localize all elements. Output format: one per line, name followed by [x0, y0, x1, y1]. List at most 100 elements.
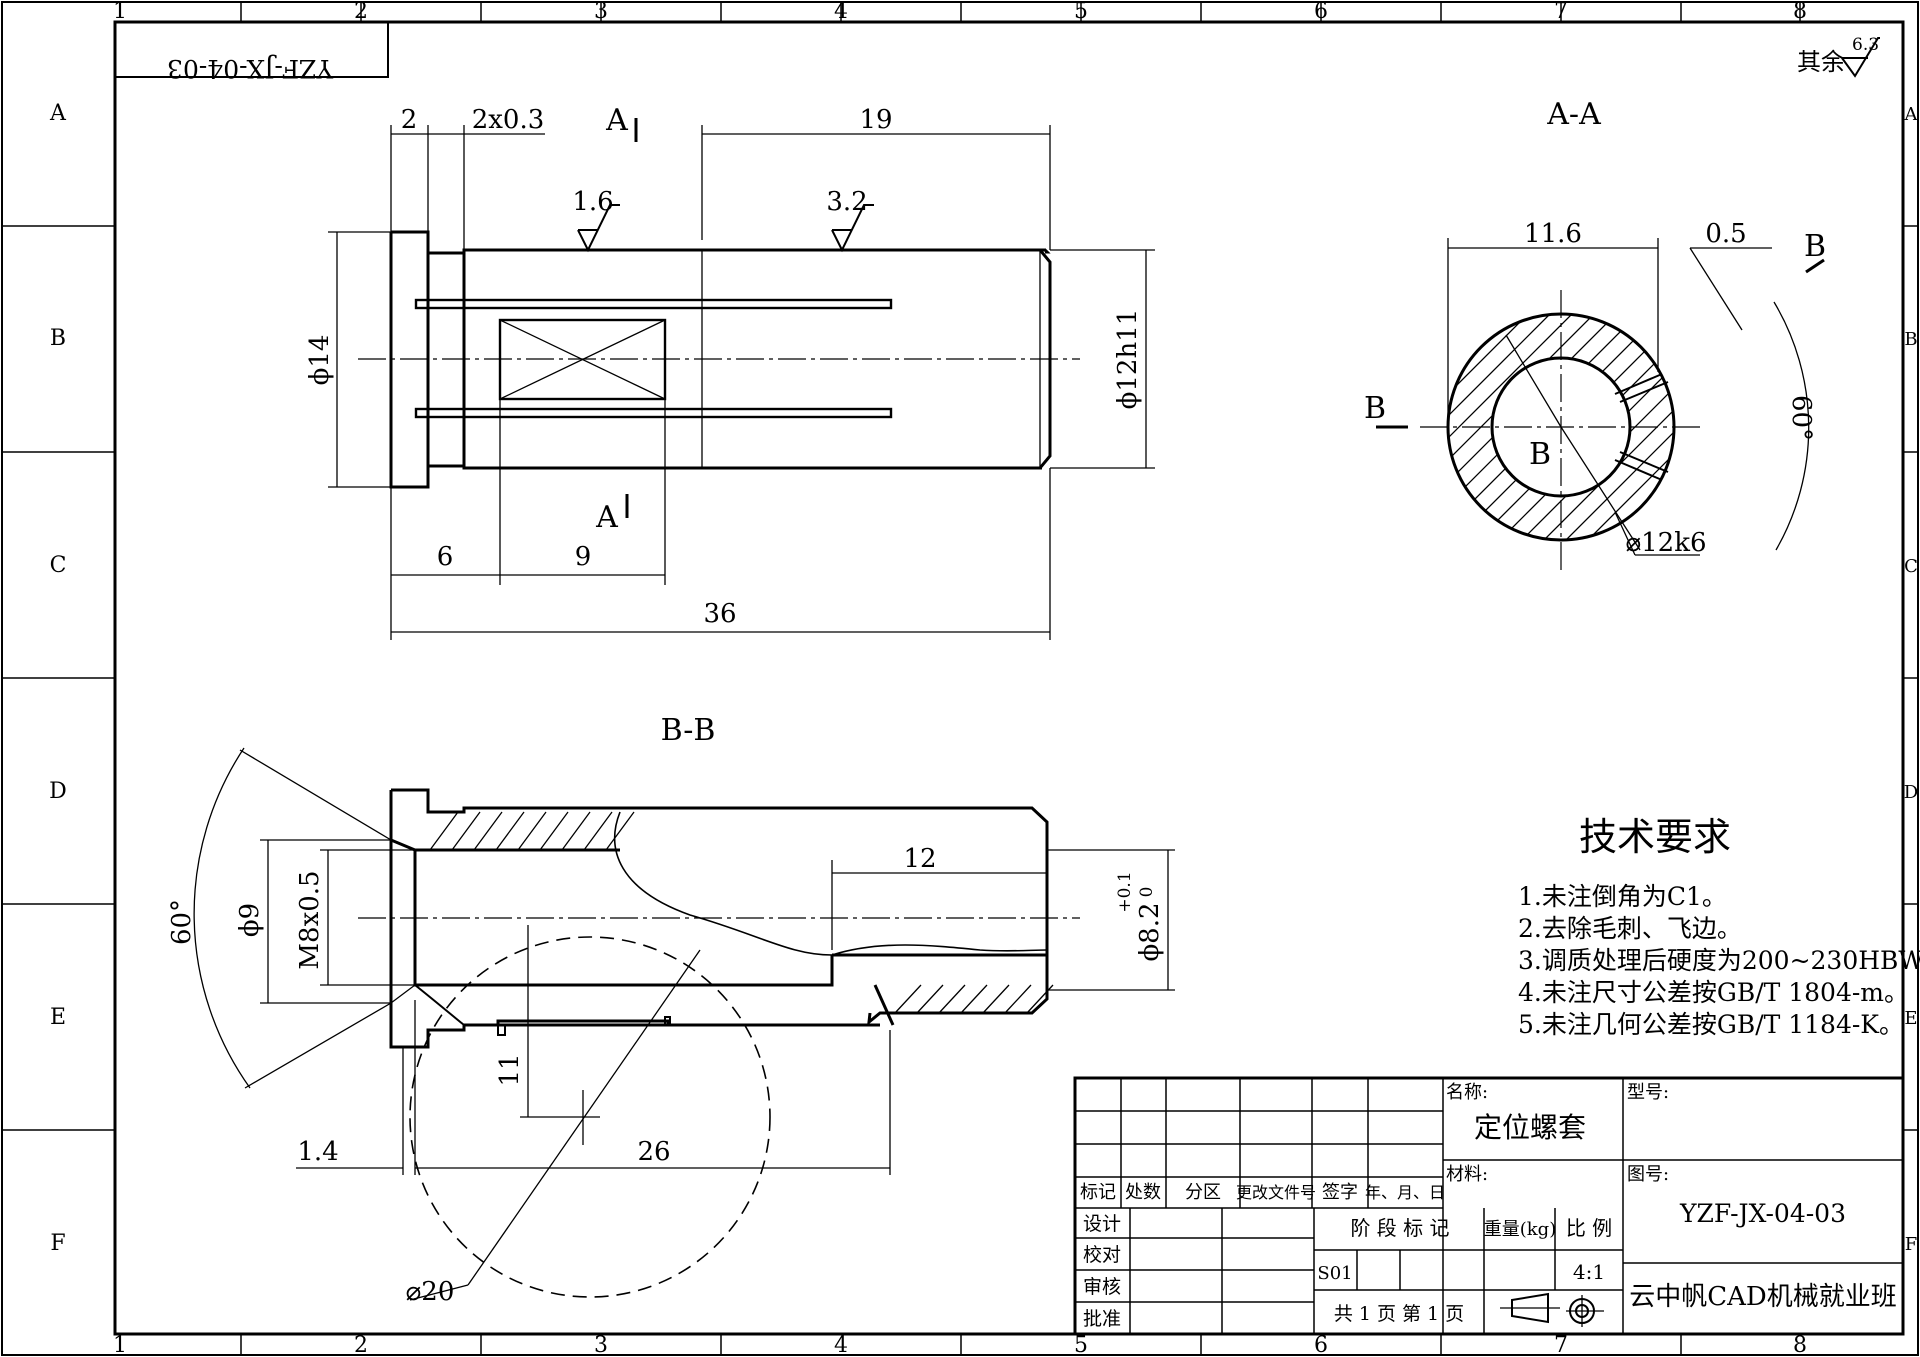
grid-row-e-right: E: [1904, 1008, 1917, 1029]
dim-bb-dia9: ϕ9: [235, 903, 265, 937]
grid-col-6: 6: [1314, 0, 1328, 24]
front-view-dimensions: 2 2x0.3 19 A A 1.6 3.2 ϕ14 ϕ12h11: [305, 103, 1155, 640]
tech-requirements-title: 技术要求: [1579, 815, 1731, 859]
dim-bb-len26: 26: [637, 1137, 670, 1167]
dim-flange-dia: ϕ14: [305, 335, 335, 386]
tb-model-label: 型号:: [1627, 1082, 1669, 1103]
grid-col-5: 5: [1074, 0, 1088, 24]
tb-header-zone: 分区: [1185, 1182, 1221, 1203]
grid-row-e: E: [50, 1005, 66, 1030]
hatch-line: [561, 811, 591, 851]
hatch-line: [605, 811, 635, 851]
mirrored-drawing-number-box: YZF-JX-04-03: [114, 21, 389, 83]
tb-drawing-no: YZF-JX-04-03: [1679, 1199, 1846, 1228]
grid-col-5-bottom: 5: [1074, 1333, 1088, 1357]
grid-row-d-right: D: [1904, 782, 1918, 803]
tech-req-item-5: 5.未注几何公差按GB/T 1184-K。: [1518, 1010, 1904, 1039]
dim-groove: 2x0.3: [472, 105, 545, 135]
hatch-line: [539, 811, 569, 851]
tb-weight-label: 重量(kg): [1484, 1219, 1556, 1240]
section-aa-dimensions: 11.6 0.5 60° ⌀12k6: [1447, 219, 1816, 558]
tb-scale-value: 4:1: [1573, 1260, 1605, 1284]
hatch-line: [1550, 314, 1674, 540]
surface-finish-other-label: 其余: [1797, 48, 1845, 76]
hatch-line: [960, 984, 988, 1014]
dim-bb-flange: 1.4: [297, 1137, 338, 1167]
section-bb: B-B: [358, 713, 1080, 1298]
tb-header-count: 处数: [1125, 1182, 1161, 1203]
grid-row-f: F: [50, 1231, 65, 1256]
front-view: [358, 230, 1080, 489]
hatch-line: [1448, 314, 1588, 540]
hatch-line: [916, 984, 944, 1014]
dim-bb-tol-lower: 0: [1137, 887, 1157, 898]
hatch-line: [473, 811, 503, 851]
hatch-line: [583, 811, 613, 851]
hatch-line: [1448, 314, 1566, 540]
hatch-line: [1111, 277, 1411, 577]
grid-col-1: 1: [113, 0, 127, 24]
section-bb-hatch-upper: [429, 811, 635, 851]
title-block: 标记 处数 分区 更改文件号 签字 年、月、日 设计 校对 审核 批准 名称: …: [1073, 1076, 1905, 1336]
dim-bb-offset11: 11: [495, 1053, 525, 1086]
grid-column-labels-top: 1 2 3 4 5 6 7 8: [113, 0, 1807, 24]
tb-role-check: 校对: [1083, 1244, 1121, 1266]
grid-column-labels-bottom: 1 2 3 4 5 6 7 8: [113, 1333, 1807, 1357]
grid-col-3: 3: [594, 0, 608, 24]
tb-name-value: 定位螺套: [1474, 1111, 1586, 1144]
tb-material-label: 材料:: [1446, 1164, 1488, 1185]
dim-aa-bore: ⌀12k6: [1625, 528, 1706, 558]
hatch-line: [1572, 314, 1674, 540]
hatch-line: [1004, 984, 1032, 1014]
dim-aa-angle: 60°: [1786, 395, 1816, 441]
grid-row-f-right: F: [1905, 1234, 1918, 1255]
dim-body-dia: ϕ12h11: [1113, 309, 1143, 410]
section-aa-b-right: B: [1804, 229, 1826, 264]
section-aa-title: A-A: [1546, 97, 1601, 132]
grid-col-4: 4: [834, 0, 848, 24]
dim-to-window: 6: [437, 542, 454, 572]
hatch-line: [894, 984, 922, 1014]
tb-header-signature: 签字: [1322, 1182, 1358, 1203]
grid-col-3-bottom: 3: [594, 1333, 608, 1357]
dim-aa-slot-width: 0.5: [1705, 219, 1746, 249]
grid-col-8-bottom: 8: [1793, 1333, 1807, 1357]
grid-row-labels: A B C D E F A B C D E F: [49, 101, 1918, 1256]
tech-req-item-2: 2.去除毛刺、飞边。: [1518, 914, 1742, 943]
grid-col-2-bottom: 2: [354, 1333, 368, 1357]
tb-header-date: 年、月、日: [1365, 1183, 1445, 1202]
tb-stage-label: 阶 段 标 记: [1350, 1216, 1449, 1240]
dim-bb-bore-dia: ϕ8.2: [1135, 902, 1165, 961]
tech-req-item-3: 3.调质处理后硬度为200~230HBW。: [1518, 946, 1920, 975]
grid-row-a: A: [49, 101, 67, 126]
tb-sheet-info: 共 1 页 第 1 页: [1334, 1303, 1464, 1325]
hatch-line: [1026, 984, 1054, 1014]
roughness-3-2: 3.2: [826, 187, 867, 217]
section-aa: A-A B B B 11.6: [1111, 97, 1826, 577]
grid-row-b: B: [50, 326, 66, 351]
grid-col-6-bottom: 6: [1314, 1333, 1328, 1357]
dim-bb-tol-upper: +0.1: [1115, 871, 1135, 912]
tb-scale-label: 比 例: [1566, 1216, 1612, 1240]
section-mark-a-bottom: A: [595, 500, 618, 535]
projection-symbol-icon: [1500, 1292, 1604, 1327]
hatch-line: [982, 984, 1010, 1014]
grid-row-c-right: C: [1904, 556, 1918, 577]
dim-total-length: 36: [703, 599, 736, 629]
section-mark-a-top: A: [605, 103, 628, 138]
dim-bb-cone-angle: 60°: [167, 899, 197, 945]
hatch-line: [1448, 314, 1456, 540]
grid-col-7-bottom: 7: [1554, 1333, 1568, 1357]
grid-col-2: 2: [354, 0, 368, 24]
grid-col-4-bottom: 4: [834, 1333, 848, 1357]
section-aa-b-center: B: [1529, 437, 1551, 472]
section-bb-title: B-B: [661, 713, 716, 748]
tech-requirements: 技术要求 1.未注倒角为C1。 2.去除毛刺、飞边。 3.调质处理后硬度为200…: [1518, 815, 1920, 1039]
hatch-line: [495, 811, 525, 851]
dim-bb-len12: 12: [903, 844, 936, 874]
tb-role-approve: 批准: [1083, 1308, 1121, 1330]
tb-drawing-no-label: 图号:: [1627, 1164, 1669, 1185]
hatch-line: [938, 984, 966, 1014]
